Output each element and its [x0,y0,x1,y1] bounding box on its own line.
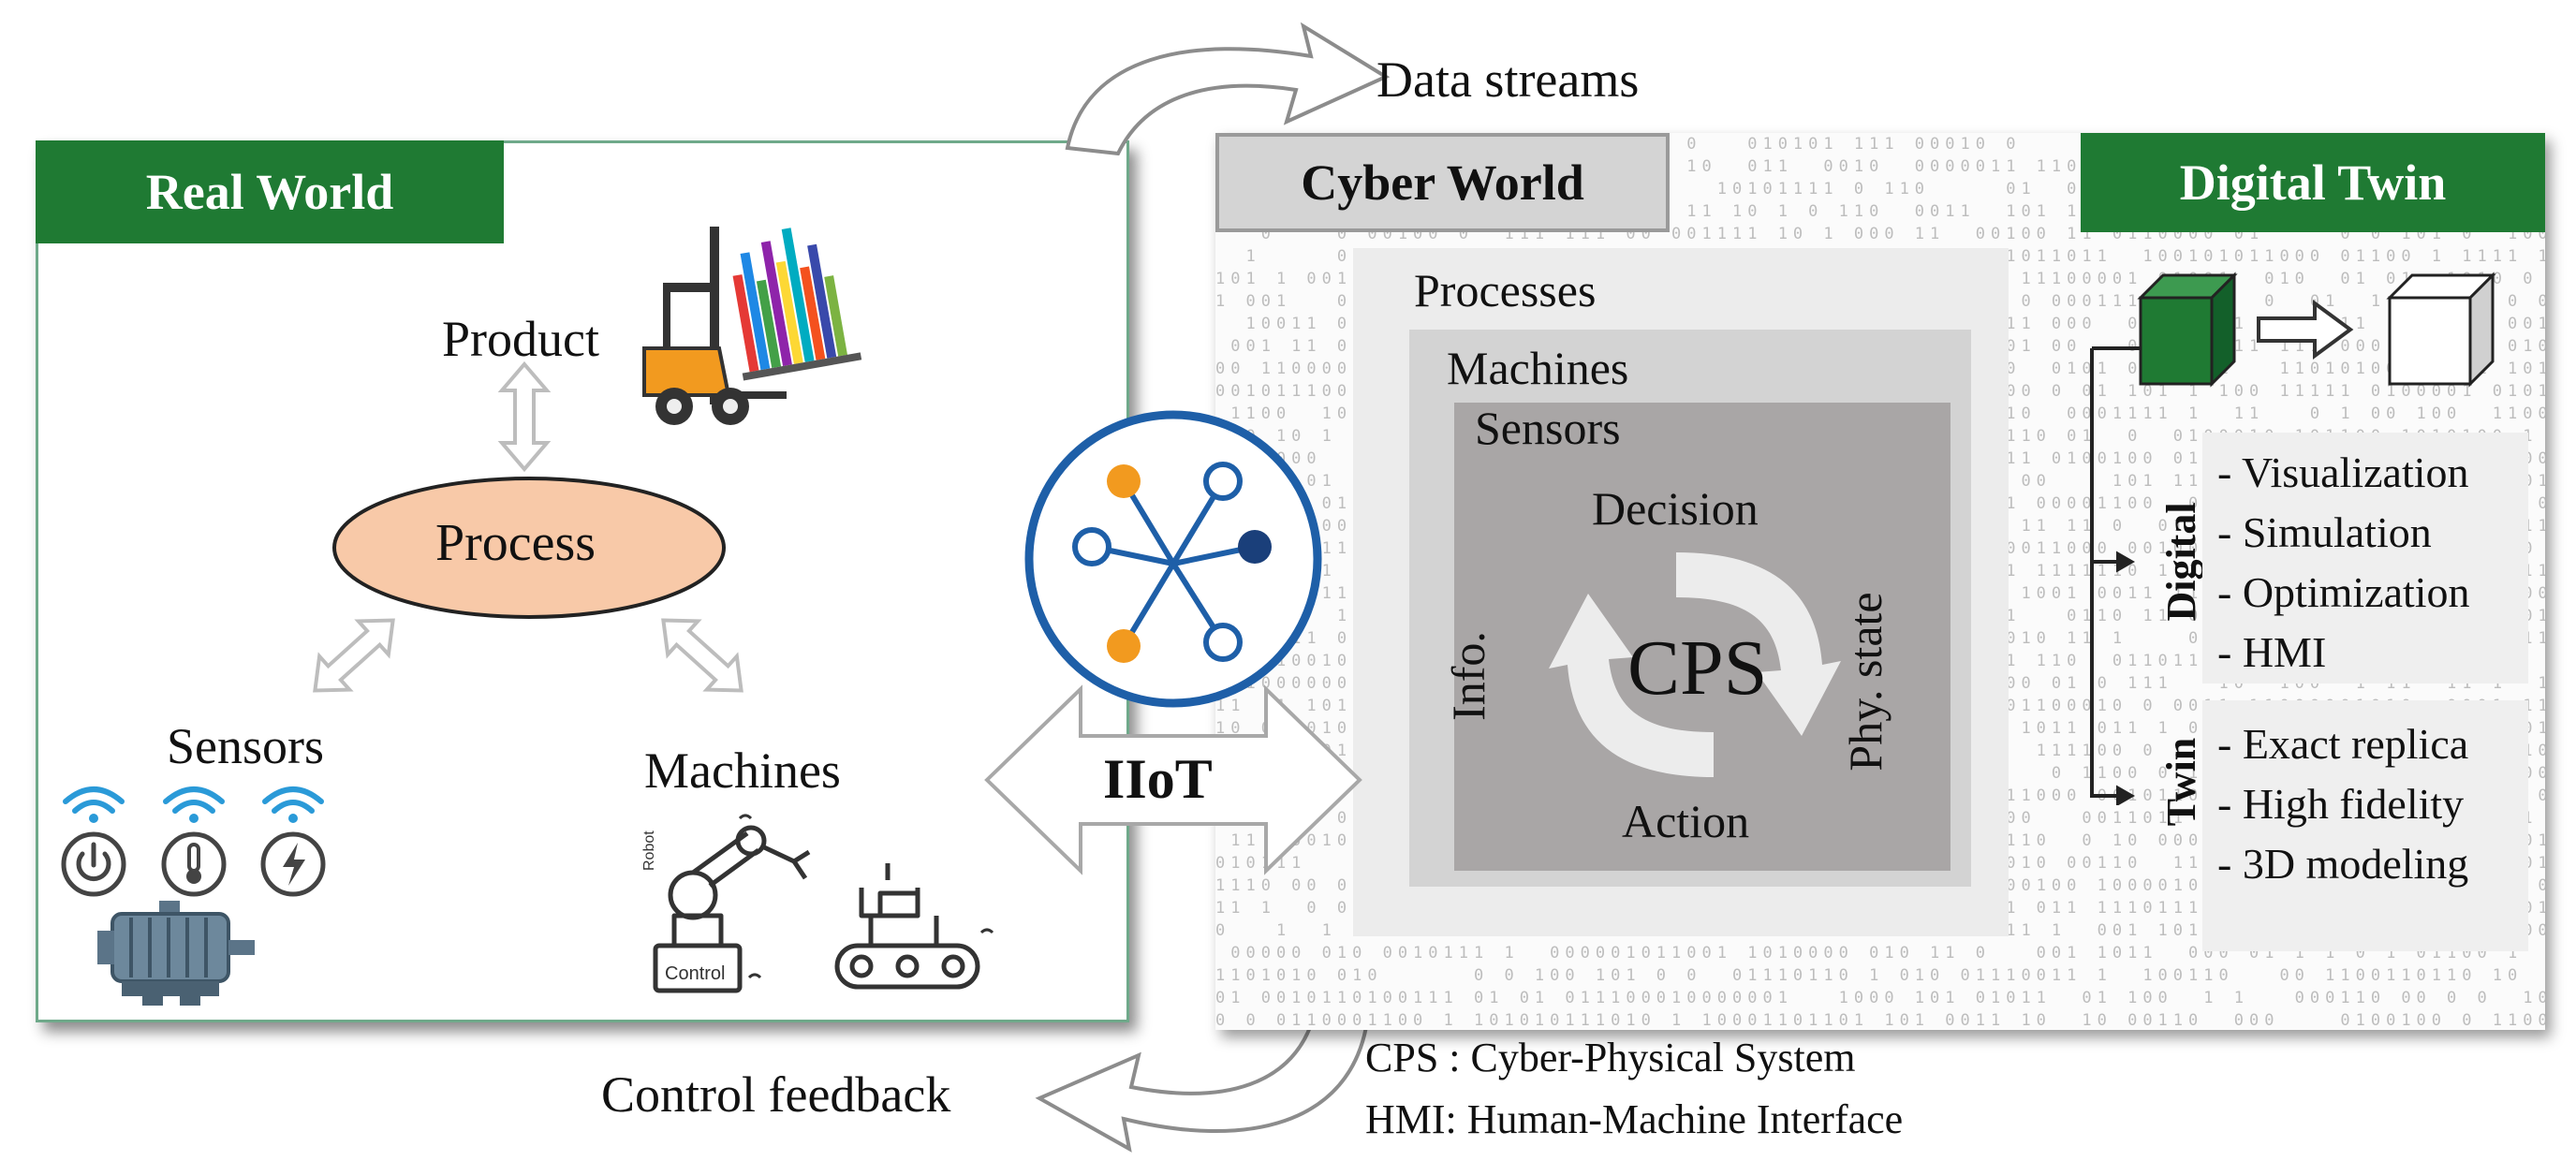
digital-twin-connector [2090,346,2141,805]
cyber-world-title-text: Cyber World [1301,154,1584,211]
power-bolt-sensor-icon [260,786,326,897]
cyber-world-title: Cyber World [1215,133,1670,232]
processes-label: Processes [1414,264,1597,316]
real-world-title: Real World [36,140,504,243]
digital-twin-title-text: Digital Twin [2179,154,2447,211]
cps-decision-label: Decision [1592,482,1759,535]
twin-item: - 3D modeling [2217,840,2469,888]
conveyor-icon [834,863,994,990]
product-label: Product [442,311,599,367]
digital-vertical-label: Digital [2158,502,2204,622]
forklift-icon [642,227,862,425]
process-label: Process [435,514,596,572]
iiot-double-arrow [984,684,1362,875]
control-feedback-arrow [1035,1017,1370,1153]
twin-vertical-label: Twin [2158,737,2204,827]
legend-hmi: HMI: Human-Machine Interface [1365,1096,1904,1142]
iiot-network-icon [1024,410,1322,708]
real-world-title-text: Real World [145,164,394,220]
digital-twin-title: Digital Twin [2081,133,2545,232]
sensors-box-label: Sensors [1475,402,1621,454]
robot-label-text: Robot [641,830,657,871]
control-feedback-label: Control feedback [601,1066,951,1123]
motor-icon [97,901,255,1006]
process-sensors-arrow [313,618,395,693]
product-process-arrow [497,360,552,473]
sensors-box [1454,403,1950,871]
cps-phy-state-label: Phy. state [1839,592,1892,772]
data-streams-arrow [1065,22,1391,156]
cps-info-label: Info. [1442,631,1494,721]
digital-item: - Optimization [2217,568,2470,616]
digital-item: - HMI [2217,628,2327,676]
data-streams-label: Data streams [1376,51,1640,108]
twin-item: - Exact replica [2217,720,2469,768]
robot-control-text: Control [665,963,725,984]
machines-label: Machines [644,742,841,799]
sensors-label: Sensors [167,718,325,774]
physical-to-digital-cube-icon [2137,272,2496,388]
machines-box-label: Machines [1447,342,1629,394]
process-machines-arrow [661,618,743,693]
cps-cycle-arrows [1549,552,1841,777]
temperature-sensor-icon [161,786,227,897]
digital-features-box [2202,433,2528,683]
legend-cps: CPS : Cyber-Physical System [1365,1035,1856,1080]
digital-item: - Simulation [2217,508,2432,556]
robot-arm-icon: Control Robot [641,814,811,993]
iiot-label: IIoT [1103,748,1213,810]
digital-item: - Visualization [2217,448,2469,496]
power-sensor-icon [61,786,126,897]
cps-center-label: CPS [1627,625,1768,712]
twin-item: - High fidelity [2217,780,2465,828]
process-ellipse [332,477,726,619]
twin-features-box [2202,700,2528,951]
cps-action-label: Action [1622,795,1750,847]
